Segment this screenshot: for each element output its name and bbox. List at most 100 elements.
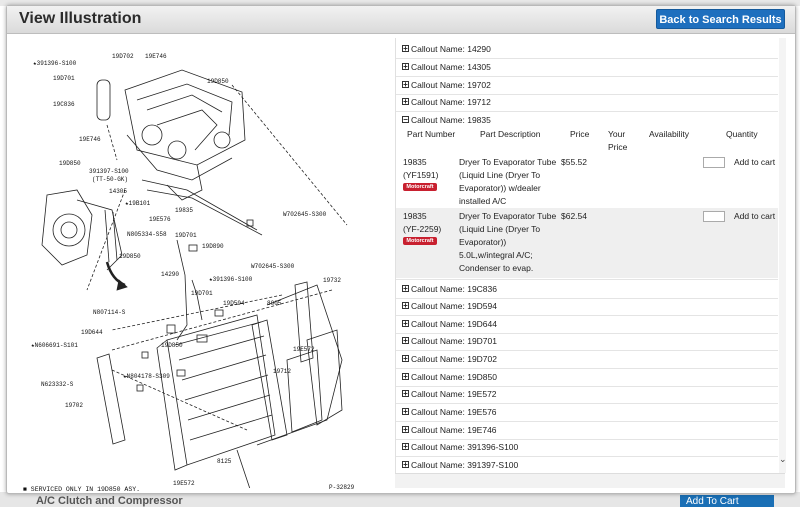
motorcraft-logo: Motorcraft: [403, 237, 437, 245]
callout-label[interactable]: Callout Name: 19D594: [411, 301, 497, 311]
part-supplier-number: (YF1591): [403, 170, 439, 180]
plus-box-icon[interactable]: +: [402, 442, 409, 451]
plus-box-icon[interactable]: +: [402, 460, 409, 469]
part-description: Evaporator)) w/dealer: [459, 183, 541, 193]
label-19e746: 19E746: [79, 136, 101, 143]
panel-horizontal-scrollbar[interactable]: [395, 473, 785, 488]
part-description: (Liquid Line (Dryer To: [459, 170, 541, 180]
part-row: 19835 (YF-2259) Motorcraft Dryer To Evap…: [396, 208, 778, 278]
part-description: Evaporator)): [459, 237, 507, 247]
part-row: 19835 (YF1591) Motorcraft Dryer To Evapo…: [396, 156, 778, 208]
callout-row[interactable]: + Callout Name: 14305: [396, 58, 778, 77]
motorcraft-logo: Motorcraft: [403, 183, 437, 191]
part-description: 5.0L,w/integral A/C;: [459, 250, 533, 260]
add-to-cart-link[interactable]: Add to cart: [734, 211, 776, 221]
callout-row[interactable]: + Callout Name: 19E746: [396, 421, 778, 440]
label-n805334-s58: N805334-S58: [127, 231, 167, 238]
plus-box-icon[interactable]: +: [402, 80, 409, 89]
parts-illustration: ★391396-S100 19D702 19E746 19D701 19D850…: [17, 40, 389, 493]
callout-label[interactable]: Callout Name: 19D850: [411, 372, 497, 382]
background-page-bottom: A/C Clutch and Compressor Add To Cart: [0, 492, 800, 507]
part-description: Dryer To Evaporator Tube: [459, 211, 557, 221]
callout-row[interactable]: + Callout Name: 19C836: [396, 279, 778, 299]
callout-label[interactable]: Callout Name: 19D701: [411, 336, 497, 346]
plus-box-icon[interactable]: +: [402, 301, 409, 310]
callout-label[interactable]: Callout Name: 14305: [411, 62, 491, 72]
label-19d594: 19D594: [223, 300, 245, 307]
chevron-down-icon[interactable]: ⌄: [779, 454, 786, 464]
plus-box-icon[interactable]: +: [402, 97, 409, 106]
callout-row[interactable]: + Callout Name: 19D702: [396, 350, 778, 369]
part-price: $55.52: [561, 157, 587, 167]
add-to-cart-link[interactable]: Add to cart: [734, 157, 776, 167]
plus-box-icon[interactable]: +: [402, 425, 409, 434]
modal-header: View Illustration Back to Search Results: [7, 6, 795, 34]
plus-box-icon[interactable]: +: [402, 407, 409, 416]
panel-scrollbar[interactable]: ⌄: [779, 38, 786, 473]
callout-row[interactable]: + Callout Name: 19712: [396, 93, 778, 112]
callout-row[interactable]: + Callout Name: 19D850: [396, 368, 778, 387]
plus-box-icon[interactable]: +: [402, 62, 409, 71]
plus-box-icon[interactable]: +: [402, 354, 409, 363]
minus-box-icon[interactable]: −: [402, 115, 409, 124]
callout-label[interactable]: Callout Name: 19835: [411, 115, 491, 125]
plus-box-icon[interactable]: +: [402, 372, 409, 381]
background-section-heading: A/C Clutch and Compressor: [36, 495, 183, 507]
plus-box-icon[interactable]: +: [402, 319, 409, 328]
quantity-input[interactable]: [703, 211, 725, 222]
plus-box-icon[interactable]: +: [402, 389, 409, 398]
callout-row[interactable]: + Callout Name: 391396-S100: [396, 438, 778, 457]
label-19b101: ★19B101: [125, 200, 151, 207]
callout-label[interactable]: Callout Name: 14290: [411, 44, 491, 54]
callout-row[interactable]: + Callout Name: 391397-S100: [396, 456, 778, 473]
callout-label[interactable]: Callout Name: 19E576: [411, 407, 497, 417]
plus-box-icon[interactable]: +: [402, 44, 409, 53]
callout-label[interactable]: Callout Name: 391396-S100: [411, 442, 519, 452]
callout-row-expanded[interactable]: − Callout Name: 19835: [396, 111, 778, 129]
callout-row[interactable]: + Callout Name: 19D701: [396, 332, 778, 351]
label-19d701: 19D701: [191, 290, 213, 297]
callout-row[interactable]: + Callout Name: 19E576: [396, 403, 778, 422]
part-description: installed A/C: [459, 196, 507, 206]
label-19e572: 19E572: [293, 346, 315, 353]
callout-row[interactable]: + Callout Name: 19702: [396, 76, 778, 95]
label-n807114-s: N807114-S: [93, 309, 126, 316]
label-19e576: 19E576: [149, 216, 171, 223]
callout-row[interactable]: + Callout Name: 19D594: [396, 297, 778, 316]
illustration-footnote: ■ SERVICED ONLY IN 19D850 ASY.: [23, 486, 141, 493]
label-tt-50-gk: (TT-50-GK): [92, 176, 129, 183]
callout-label[interactable]: Callout Name: 19C836: [411, 284, 497, 294]
background-page-top: [0, 0, 800, 6]
back-to-search-results-button[interactable]: Back to Search Results: [656, 9, 785, 29]
label-p-32829: P-32829: [329, 484, 355, 491]
callout-label[interactable]: Callout Name: 19E746: [411, 425, 497, 435]
quantity-input[interactable]: [703, 157, 725, 168]
callout-label[interactable]: Callout Name: 391397-S100: [411, 460, 519, 470]
col-availability: Availability: [649, 129, 690, 139]
label-19d890: 19D890: [202, 243, 224, 250]
parts-table-header: Part Number Part Description Price Your …: [396, 126, 778, 152]
callout-label[interactable]: Callout Name: 19D702: [411, 354, 497, 364]
callout-label[interactable]: Callout Name: 19712: [411, 97, 491, 107]
label-19d701: 19D701: [175, 232, 197, 239]
label-w702645-s300: W702645-S300: [251, 263, 295, 270]
callout-label[interactable]: Callout Name: 19D644: [411, 319, 497, 329]
callout-label[interactable]: Callout Name: 19E572: [411, 389, 497, 399]
callout-row[interactable]: + Callout Name: 19E572: [396, 385, 778, 404]
label-391397-s100: 391397-S100: [89, 168, 129, 175]
label-n623332-s: N623332-S: [41, 381, 74, 388]
callout-row[interactable]: + Callout Name: 14290: [396, 40, 778, 59]
label-19d702: 19D702: [112, 53, 134, 60]
callout-list-panel[interactable]: + Callout Name: 14290 + Callout Name: 14…: [395, 38, 786, 473]
label-19712: 19712: [273, 368, 292, 375]
callout-row[interactable]: + Callout Name: 19D644: [396, 315, 778, 334]
label-n606691-s101: ★N606691-S101: [31, 342, 78, 349]
label-19d850: 19D850: [207, 78, 229, 85]
plus-box-icon[interactable]: +: [402, 336, 409, 345]
callout-label[interactable]: Callout Name: 19702: [411, 80, 491, 90]
label-19d850: 19D850: [59, 160, 81, 167]
view-illustration-modal: View Illustration Back to Search Results: [6, 5, 796, 494]
background-add-to-cart-button[interactable]: Add To Cart: [680, 495, 774, 507]
modal-title: View Illustration: [19, 10, 142, 27]
plus-box-icon[interactable]: +: [402, 284, 409, 293]
